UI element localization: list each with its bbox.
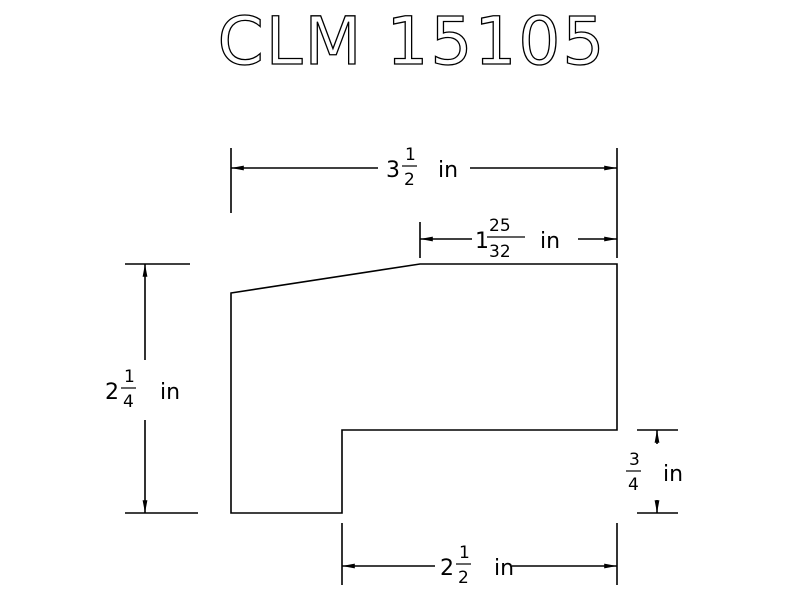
drawing-title: CLM 15105 (218, 3, 607, 80)
dimension-label: in (160, 380, 180, 405)
dimension-label: 1 (124, 367, 135, 387)
dimension-label: 32 (489, 242, 511, 262)
dimension-label: 4 (628, 475, 639, 495)
dimension-label: in (540, 229, 560, 254)
dimension-overall-height: 2 1 4 in (105, 263, 198, 514)
dimension-label: 3 (629, 450, 640, 470)
dimension-step-height: 3 4 in (626, 429, 683, 514)
dimension-label: 1 (475, 229, 489, 254)
dimension-label: 2 (440, 556, 454, 581)
molding-profile (230, 263, 618, 514)
dimension-label: 2 (404, 170, 415, 190)
dimension-bottom-width: 2 1 2 in (341, 523, 618, 588)
dimension-label: 2 (105, 380, 119, 405)
dimension-label: 25 (489, 216, 511, 236)
dimension-label: 4 (123, 392, 134, 412)
dimension-label: 1 (405, 145, 416, 165)
dimension-label: in (494, 556, 514, 581)
dimension-label: 2 (458, 568, 469, 588)
dimension-label: 1 (459, 543, 470, 563)
dimension-top-flat: 1 25 32 in (419, 216, 617, 262)
dimension-overall-width: 3 1 2 in (230, 145, 618, 258)
dimension-label: 3 (386, 158, 400, 183)
dimension-label: in (438, 158, 458, 183)
dimension-label: in (663, 462, 683, 487)
